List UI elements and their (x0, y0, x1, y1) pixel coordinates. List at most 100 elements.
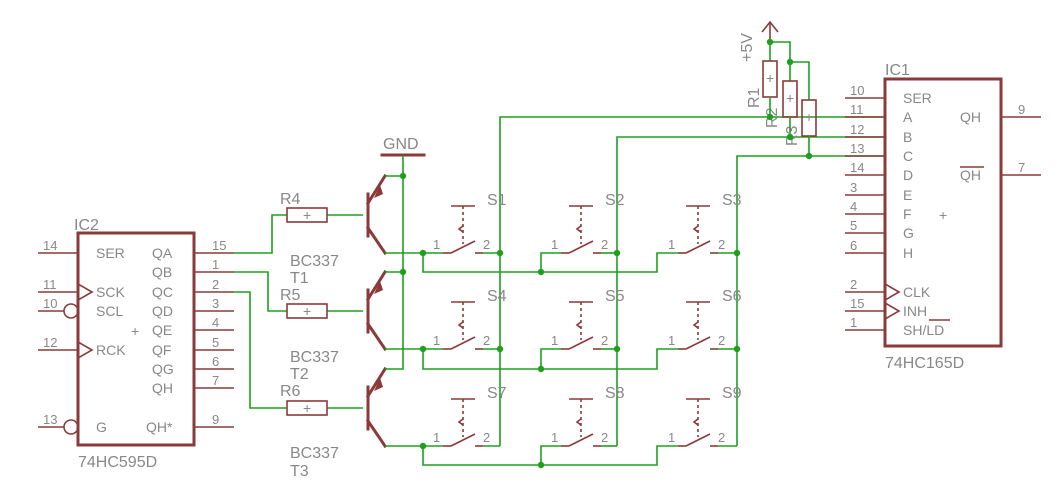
resistor-label: R5 (280, 287, 301, 304)
ic2-output-label: QA (152, 245, 173, 261)
ic2-pin-number: 12 (43, 335, 57, 350)
transistor-ref: T2 (290, 366, 309, 383)
ic2-pin-label: SCK (96, 284, 125, 300)
ic2-output-label: QG (152, 361, 174, 377)
ic2-output-label: QE (152, 322, 172, 338)
switch-pin-number: 2 (601, 237, 608, 252)
resistor-mark: + (766, 70, 774, 86)
switch-label: S9 (722, 385, 742, 402)
resistor-label: R1 (746, 87, 763, 108)
ic1-pin-number: 6 (850, 238, 857, 253)
switch-label: S1 (487, 192, 507, 209)
ic1-pin-label: A (903, 109, 913, 125)
ic2-output-number: 15 (212, 238, 226, 253)
switch-pin-number: 2 (718, 333, 725, 348)
ic1-pin-number: 15 (850, 296, 864, 311)
ic1-pin-number: 13 (850, 141, 864, 156)
ic1-pin-label: G (903, 225, 914, 241)
switch-pin-number: 2 (483, 430, 490, 445)
switch-pin-number: 2 (718, 430, 725, 445)
ic1-pin-label: CLK (903, 284, 931, 300)
ic2-output-number: 4 (212, 315, 219, 330)
pullup-network: +5V + R1 + R2 + R3 (739, 20, 817, 160)
ic2-pin-number: 13 (43, 412, 57, 427)
resistor-r5 (286, 303, 328, 319)
ic2-output-number: 5 (212, 335, 219, 350)
ic2-center-mark: + (131, 323, 139, 339)
switch-pin-number: 1 (668, 237, 675, 252)
switch-pin-number: 2 (483, 333, 490, 348)
ic2-output-number: 1 (212, 257, 219, 272)
ic2-pin-label: SCL (96, 303, 123, 319)
ic1-pin-label: F (903, 206, 912, 222)
ic2-pin-label: RCK (96, 342, 126, 358)
resistor-label: R6 (280, 383, 301, 400)
transistor-value: BC337 (290, 349, 339, 366)
ic2-pin-label: SER (96, 245, 125, 261)
ground-symbol: GND (380, 136, 426, 370)
resistor-mark: + (805, 109, 813, 125)
ic2-name: IC2 (74, 217, 99, 234)
transistor-value: BC337 (290, 445, 339, 462)
ic2-output-number: 7 (212, 373, 219, 388)
push-switch: 1 2 S2 (551, 192, 625, 254)
resistor-mark: + (303, 207, 311, 223)
ic2-output-number: 9 (212, 412, 219, 427)
switch-pin-number: 1 (551, 333, 558, 348)
transistor-value: BC337 (290, 253, 339, 270)
ic1-pin-label: C (903, 148, 913, 164)
ic2-pin-number: 10 (43, 296, 57, 311)
switch-pin-number: 2 (601, 333, 608, 348)
ic1-center-mark: + (939, 207, 947, 223)
switch-pin-number: 1 (551, 237, 558, 252)
resistor-r4 (286, 207, 328, 223)
push-switch: 1 2 S9 (668, 385, 742, 447)
ic2-output-number: 3 (212, 296, 219, 311)
resistor-mark: + (786, 90, 794, 106)
column-wires (483, 116, 885, 447)
switch-label: S8 (605, 385, 625, 402)
switch-pin-number: 2 (718, 237, 725, 252)
transistor-t1: BC337 T1 (290, 173, 388, 287)
ic1-pin-number: 11 (850, 102, 864, 117)
ic2-value: 74HC595D (78, 454, 157, 471)
vcc-label: +5V (739, 33, 756, 62)
ic2-output-label: QD (152, 303, 173, 319)
transistor-t2: BC337 T2 (290, 269, 388, 383)
ic1-value: 74HC165D (885, 355, 964, 372)
push-switch: 1 2 S6 (668, 288, 742, 350)
transistor-t3: BC337 T3 (290, 366, 388, 480)
ground-label: GND (383, 136, 419, 153)
switch-pin-number: 2 (483, 237, 490, 252)
switch-label: S4 (487, 288, 507, 305)
base-resistors: + R4 + R5 + R6 (280, 191, 328, 416)
ic1-name: IC1 (885, 62, 910, 79)
switch-pin-number: 1 (551, 430, 558, 445)
push-switch: 1 2 S1 (433, 192, 507, 254)
switch-label: S6 (722, 288, 742, 305)
switch-pin-number: 1 (668, 333, 675, 348)
ic1-output-label: QH (960, 167, 981, 183)
ic2-output-label: QB (152, 264, 172, 280)
ic1-pin-label: E (903, 187, 912, 203)
transistor-ref: T1 (290, 270, 309, 287)
ic1-pin-label: SH/LD (903, 322, 944, 338)
switch-label: S2 (605, 192, 625, 209)
ic1-pin-number: 2 (850, 277, 857, 292)
ic1-output-number: 9 (1018, 102, 1025, 117)
ic2-shift-register: IC2 74HC595D + 14 SER 11 SCK 10 SCL 12 R… (38, 217, 234, 471)
switch-pin-number: 2 (601, 430, 608, 445)
switch-label: S7 (487, 385, 507, 402)
switch-pin-number: 1 (433, 237, 440, 252)
ic2-output-label: QH (152, 380, 173, 396)
switch-pin-number: 1 (668, 430, 675, 445)
ic1-pin-number: 3 (850, 180, 857, 195)
ic1-pin-label: INH (903, 303, 927, 319)
switch-label: S5 (605, 288, 625, 305)
base-drive-wires (234, 214, 363, 409)
